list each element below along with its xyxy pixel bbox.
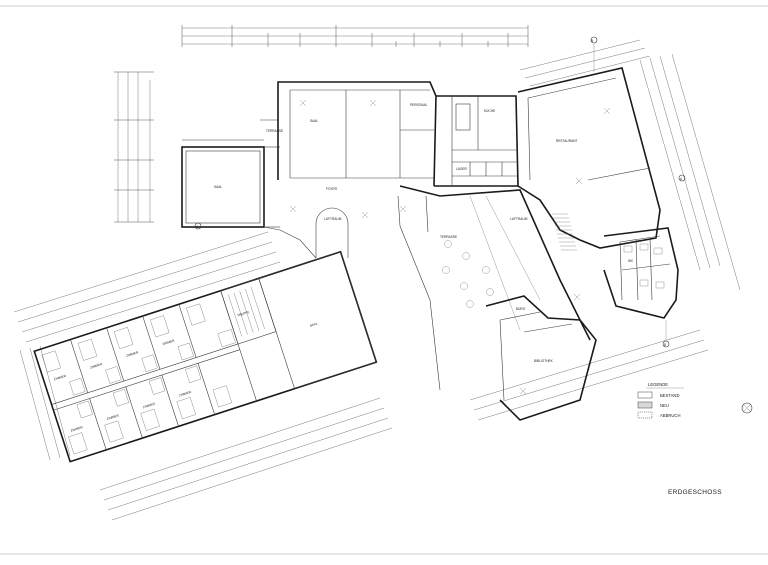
room-label-kueche: KÜCHE	[484, 109, 495, 113]
legend-swatch-neu	[637, 401, 653, 409]
section-marker-b-top: B	[590, 36, 598, 44]
legend-swatch-bestand	[637, 391, 653, 399]
room-label-zimmer-7: ZIMMER	[142, 401, 156, 409]
north-arrow-icon	[741, 402, 753, 414]
central-block: TERRASSE SAAL PERSONAL FOYER	[260, 81, 437, 191]
curved-wall	[315, 207, 349, 225]
legend-label-neu: NEU	[660, 403, 669, 408]
east-wing-dimension-chains	[469, 329, 709, 421]
svg-text:B: B	[664, 343, 666, 347]
room-label-zimmer-5: ZIMMER	[70, 425, 84, 433]
room-label-saal: SAAL	[214, 185, 222, 189]
room-label-restaurant: RESTAURANT	[556, 139, 577, 143]
room-label-saal-west: SAAL	[309, 321, 318, 327]
room-label-luftraum-1: LUFTRAUM	[510, 217, 528, 221]
room-label-personal: PERSONAL	[410, 103, 428, 107]
connection-walls	[263, 226, 317, 259]
restaurant-block: RESTAURANT	[517, 67, 661, 251]
room-label-zimmer-6: ZIMMER	[106, 413, 120, 421]
room-label-zimmer-4: ZIMMER	[162, 338, 176, 346]
room-label-buero: BÜRO	[516, 307, 526, 311]
room-label-wc: WC	[628, 259, 634, 263]
south-east-block: BÜRO BIBLIOTHEK	[485, 293, 597, 421]
top-dimension-chains	[181, 25, 529, 47]
room-label-foyer: FOYER	[326, 187, 338, 191]
room-label-terrasse-mid: TERRASSE	[440, 235, 457, 239]
terrace-tables	[442, 240, 494, 308]
kitchen-block: KÜCHE LAGER	[434, 95, 519, 187]
west-wing: ZIMMER ZIMMER ZIMMER ZIMMER ZIMMER ZIMME…	[33, 250, 378, 463]
section-marker-b-bottom: B	[662, 340, 670, 348]
room-label-zimmer-3: ZIMMER	[126, 350, 140, 358]
room-label-lager: LAGER	[456, 167, 468, 171]
room-label-luftraum-2: LUFTRAUM	[324, 217, 342, 221]
svg-text:B: B	[591, 39, 593, 43]
room-label-zimmer-2: ZIMMER	[90, 362, 104, 370]
svg-text:A: A	[196, 225, 199, 229]
legend-label-bestand: BESTAND	[660, 393, 679, 398]
legend: LEGENDE BESTAND NEU ABBRUCH	[637, 382, 684, 419]
section-marker-a-left: A	[194, 222, 202, 230]
room-label-bibliothek: BIBLIOTHEK	[534, 359, 554, 363]
room-label-terrasse-top: TERRASSE	[266, 129, 283, 133]
legend-label-abbruch: ABBRUCH	[660, 413, 680, 418]
west-hall: SAAL	[181, 139, 280, 228]
svg-text:A: A	[680, 177, 683, 181]
room-label-treppe: TREPPE	[237, 310, 250, 318]
west-wing-dimension-chains	[13, 231, 393, 521]
room-label-saal-central: SAAL	[310, 119, 318, 123]
legend-heading: LEGENDE	[648, 382, 668, 387]
room-label-zimmer-8: ZIMMER	[178, 390, 192, 398]
east-stair	[552, 213, 577, 251]
room-label-zimmer-1: ZIMMER	[53, 374, 67, 382]
section-marker-a-right: A	[678, 174, 686, 182]
drawing-title: ERDGESCHOSS	[668, 489, 722, 496]
wc-core: WC	[603, 227, 679, 319]
legend-swatch-abbruch	[637, 411, 653, 419]
top-right-dimension-chains	[519, 39, 741, 291]
left-dimension-chains	[114, 71, 154, 223]
west-stair: TREPPE	[220, 277, 277, 345]
